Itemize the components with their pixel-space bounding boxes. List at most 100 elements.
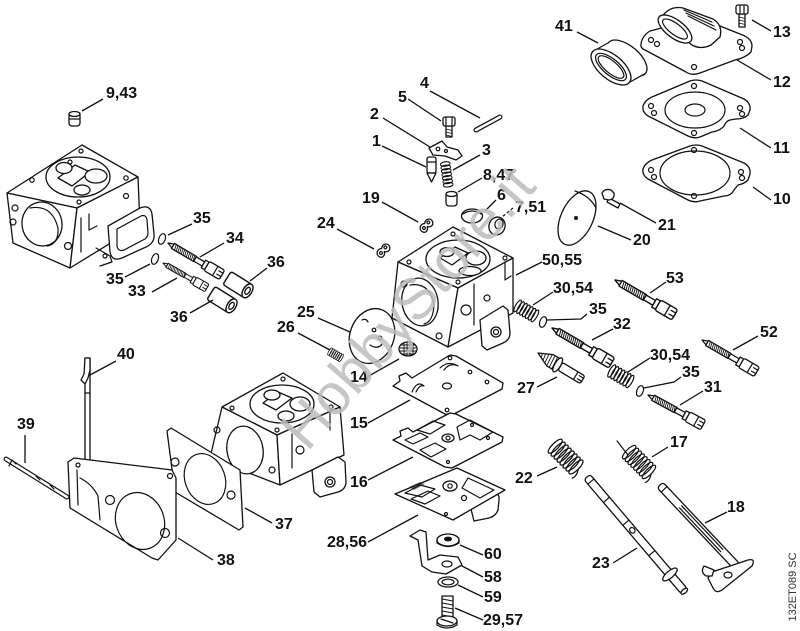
leader-line-40 (89, 360, 117, 376)
o-ring-35-mid (538, 316, 548, 328)
callout-31: 31 (704, 379, 722, 396)
callout-30-54-lower: 30,54 (650, 347, 690, 364)
leader-line-50-55 (515, 261, 543, 276)
pump-cover-12 (640, 6, 753, 75)
callout-labels: 9,43 4 5 2 1 3 8,47 19 6 7,51 24 41 13 1… (17, 18, 791, 629)
leader-line-32 (591, 328, 614, 341)
leader-line-34 (199, 242, 225, 258)
callout-5: 5 (398, 89, 407, 106)
leader-line-28-56 (367, 514, 419, 543)
callout-35-lower-left: 35 (106, 271, 124, 288)
leader-line-16 (367, 456, 414, 481)
plate-16 (392, 412, 504, 469)
screen-14 (398, 341, 418, 357)
leader-line-25 (317, 317, 351, 333)
callout-15: 15 (350, 415, 368, 432)
adjusting-screw-31 (644, 389, 707, 431)
callout-6: 6 (497, 187, 506, 204)
adjusting-screw-27 (533, 345, 588, 388)
washer-59 (437, 576, 459, 588)
callout-25: 25 (297, 304, 315, 321)
leader-line-35-lower-right (643, 376, 682, 389)
bracket-58 (409, 529, 463, 575)
inlet-needle-1 (426, 156, 437, 183)
callout-33: 33 (128, 283, 146, 300)
callout-27: 27 (517, 380, 535, 397)
callout-35-mid: 35 (589, 301, 607, 318)
metering-diaphragm-28-56 (394, 467, 506, 522)
callout-58: 58 (484, 569, 502, 586)
callout-1: 1 (372, 133, 381, 150)
figure-code: 132ET089 SC (787, 552, 799, 621)
carburetor-body-center (391, 226, 514, 351)
leader-line-38 (177, 537, 214, 561)
adjusting-screw-34 (164, 237, 226, 281)
leader-line-29-57 (454, 607, 484, 621)
leader-line-27 (536, 376, 558, 388)
o-ring-35-upper-left (157, 233, 167, 245)
adjusting-screw-52 (698, 334, 761, 378)
gasket-15 (392, 354, 504, 416)
leader-line-7-51 (501, 207, 514, 218)
callout-34: 34 (226, 230, 244, 247)
leader-line-23 (612, 547, 638, 564)
leader-line-30-54-upper (532, 291, 554, 306)
callout-12: 12 (773, 74, 791, 91)
callout-16: 16 (350, 474, 368, 491)
callout-3: 3 (482, 142, 491, 159)
callout-35-upper-left: 35 (193, 210, 211, 227)
leader-line-52 (732, 335, 759, 351)
leader-line-41 (576, 31, 599, 44)
leader-line-12 (736, 59, 772, 81)
leader-line-35-mid (546, 313, 588, 321)
leader-line-14 (366, 358, 400, 378)
callout-18: 18 (727, 499, 745, 516)
leader-line-36-lower (189, 299, 214, 314)
callout-10: 10 (773, 191, 791, 208)
leader-lines (24, 19, 772, 621)
o-ring-35-lower-left (150, 253, 160, 265)
callout-26: 26 (277, 319, 295, 336)
leader-line-2 (382, 117, 431, 148)
callout-17: 17 (670, 434, 688, 451)
callout-2: 2 (370, 106, 379, 123)
spring-30-54-lower (605, 363, 636, 390)
leader-line-22 (536, 466, 558, 477)
leader-line-35-lower-left (124, 263, 151, 278)
callout-24: 24 (317, 215, 335, 232)
callout-14: 14 (350, 369, 368, 386)
leader-line-19 (381, 201, 419, 223)
leader-line-18 (704, 511, 728, 524)
leader-line-5 (407, 98, 442, 122)
callout-28-56: 28,56 (327, 534, 367, 551)
rod-39 (3, 456, 70, 500)
leader-line-60 (459, 544, 484, 556)
diaphragm-25 (348, 307, 396, 365)
spring-3 (439, 160, 454, 189)
carburetor-body-lower (209, 372, 347, 498)
callout-35-lower-right: 35 (682, 364, 700, 381)
gasket-10 (642, 144, 751, 203)
callout-52: 52 (760, 324, 778, 341)
choke-rod-40 (80, 357, 91, 469)
leader-line-10 (752, 186, 772, 201)
leader-line-4 (429, 90, 481, 119)
leader-line-8-47 (457, 177, 483, 193)
disc-20 (557, 190, 597, 246)
screw-29-57 (436, 595, 458, 629)
pin-4 (473, 114, 503, 133)
callout-53: 53 (666, 270, 684, 287)
callout-21: 21 (658, 217, 676, 234)
screw-5 (442, 116, 456, 138)
leader-line-13 (751, 19, 772, 32)
callout-50-55: 50,55 (542, 252, 582, 269)
leader-line-11 (739, 127, 772, 149)
leader-line-21 (619, 202, 657, 224)
callout-39: 39 (17, 416, 35, 433)
screw-21 (601, 188, 621, 209)
callout-9-43: 9,43 (106, 85, 137, 102)
leader-line-9-43 (81, 98, 104, 112)
callout-32: 32 (613, 316, 631, 333)
leader-line-33 (151, 277, 178, 293)
choke-shaft-18 (657, 482, 754, 593)
